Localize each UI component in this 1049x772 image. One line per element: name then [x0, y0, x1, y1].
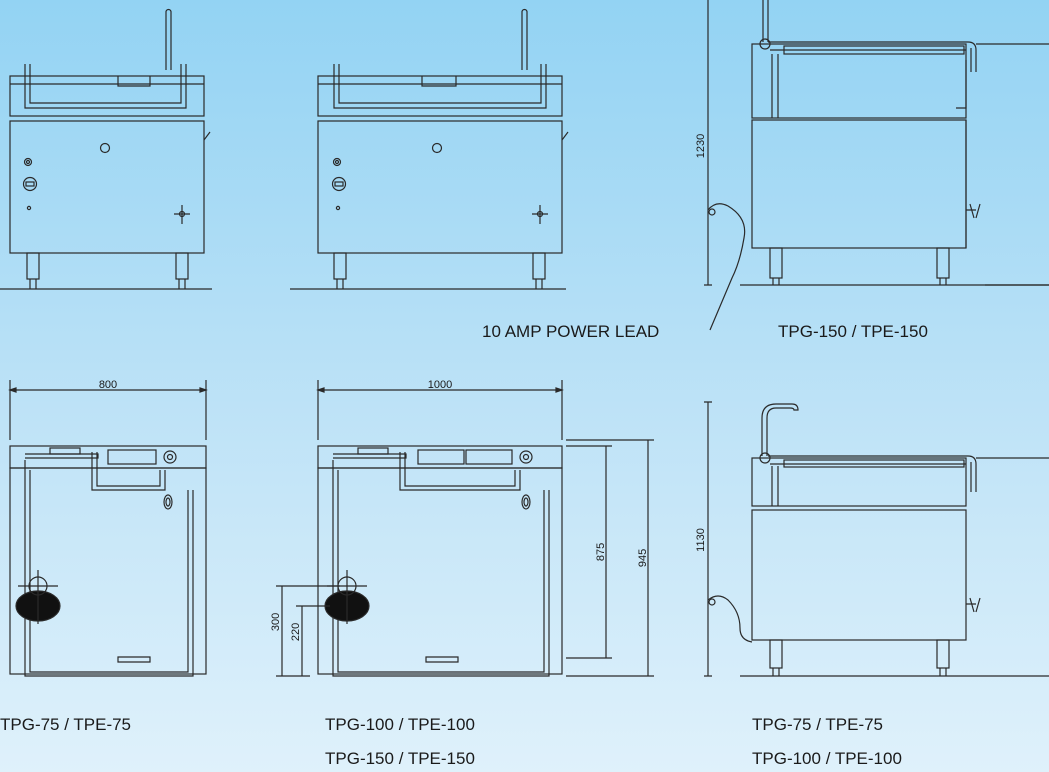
- plan-view-middle: [276, 380, 654, 677]
- dim-plan-left-width: 800: [99, 379, 117, 391]
- side-bottom-model-label-1: TPG-75 / TPE-75: [752, 715, 884, 734]
- plan-view-left: [8, 380, 208, 677]
- dim-plan-mid-offset-inner: 220: [290, 623, 302, 641]
- plan-mid-model-label-1: TPG-100 / TPE-100: [325, 715, 475, 734]
- side-bottom-model-label-2: TPG-100 / TPE-100: [752, 749, 902, 768]
- dim-plan-mid-offset-outer: 300: [270, 613, 282, 631]
- dim-plan-mid-width: 1000: [428, 379, 452, 391]
- dim-plan-mid-depth-outer: 945: [637, 549, 649, 567]
- side-view-top: [704, 0, 1049, 331]
- power-lead-label: 10 AMP POWER LEAD: [482, 322, 660, 341]
- side-view-bottom: [704, 401, 1049, 677]
- dim-side-top-right: 900: [1046, 157, 1049, 175]
- front-view-left: [0, 8, 212, 290]
- front-view-middle: [290, 8, 569, 290]
- dim-side-bottom-height: 1130: [695, 528, 707, 552]
- dim-plan-mid-depth-inner: 875: [595, 543, 607, 561]
- dim-side-bottom-right: 900: [1046, 559, 1049, 577]
- plan-mid-model-label-2: TPG-150 / TPE-150: [325, 749, 475, 768]
- side-top-model-label: TPG-150 / TPE-150: [778, 322, 928, 341]
- plan-left-model-label: TPG-75 / TPE-75: [0, 715, 132, 734]
- dim-side-top-height: 1230: [695, 134, 707, 158]
